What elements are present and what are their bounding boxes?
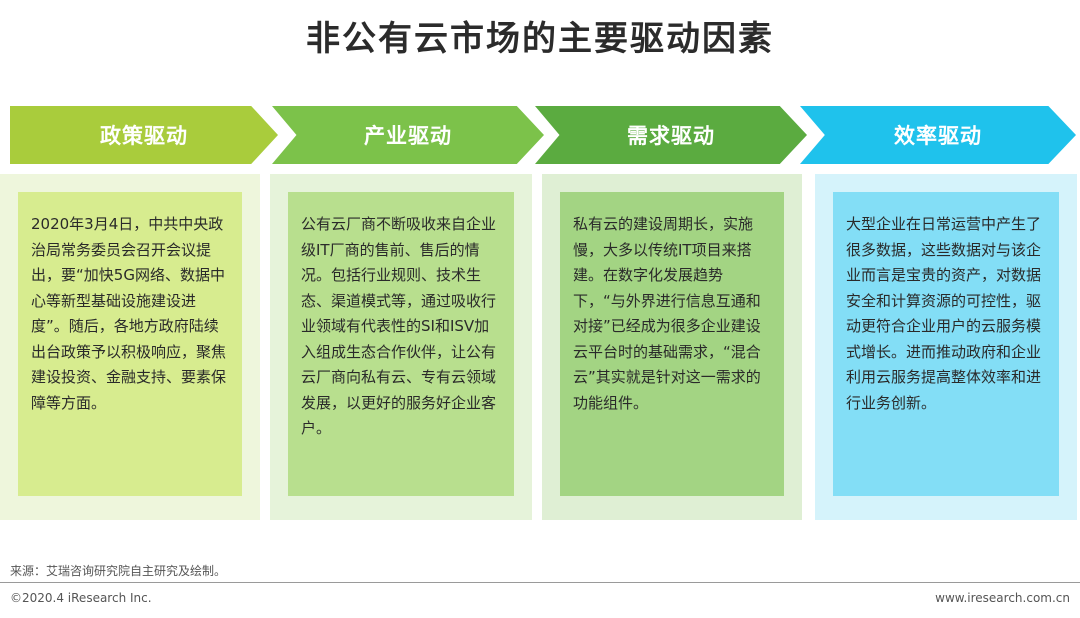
- driver-arrow-demand: 需求驱动: [535, 106, 807, 164]
- driver-card-industry: 公有云厂商不断吸收来自企业级IT厂商的售前、售后的情况。包括行业规则、技术生态、…: [288, 192, 514, 496]
- driver-card-efficiency: 大型企业在日常运营中产生了很多数据，这些数据对与该企业而言是宝贵的资产，对数据安…: [833, 192, 1059, 496]
- driver-arrow-policy: 政策驱动: [10, 106, 278, 164]
- driver-panel-demand: 私有云的建设周期长，实施慢，大多以传统IT项目来搭建。在数字化发展趋势下，“与外…: [542, 174, 802, 520]
- driver-card-demand: 私有云的建设周期长，实施慢，大多以传统IT项目来搭建。在数字化发展趋势下，“与外…: [560, 192, 784, 496]
- driver-panel-efficiency: 大型企业在日常运营中产生了很多数据，这些数据对与该企业而言是宝贵的资产，对数据安…: [815, 174, 1077, 520]
- driver-panel-industry: 公有云厂商不断吸收来自企业级IT厂商的售前、售后的情况。包括行业规则、技术生态、…: [270, 174, 532, 520]
- website-link[interactable]: www.iresearch.com.cn: [935, 591, 1070, 605]
- page-title: 非公有云市场的主要驱动因素: [306, 19, 774, 59]
- driver-label-efficiency: 效率驱动: [894, 124, 982, 148]
- driver-arrow-efficiency: 效率驱动: [800, 106, 1076, 164]
- source-note: 来源：艾瑞咨询研究院自主研究及绘制。: [10, 564, 227, 578]
- driver-label-demand: 需求驱动: [627, 124, 715, 148]
- copyright-text: ©2020.4 iResearch Inc.: [10, 591, 152, 605]
- driver-label-industry: 产业驱动: [364, 124, 452, 148]
- driver-label-policy: 政策驱动: [100, 124, 188, 148]
- driver-panel-policy: 2020年3月4日，中共中央政治局常务委员会召开会议提出，要“加快5G网络、数据…: [0, 174, 260, 520]
- footer-divider: [0, 582, 1080, 583]
- driver-card-policy: 2020年3月4日，中共中央政治局常务委员会召开会议提出，要“加快5G网络、数据…: [18, 192, 242, 496]
- driver-arrow-industry: 产业驱动: [272, 106, 544, 164]
